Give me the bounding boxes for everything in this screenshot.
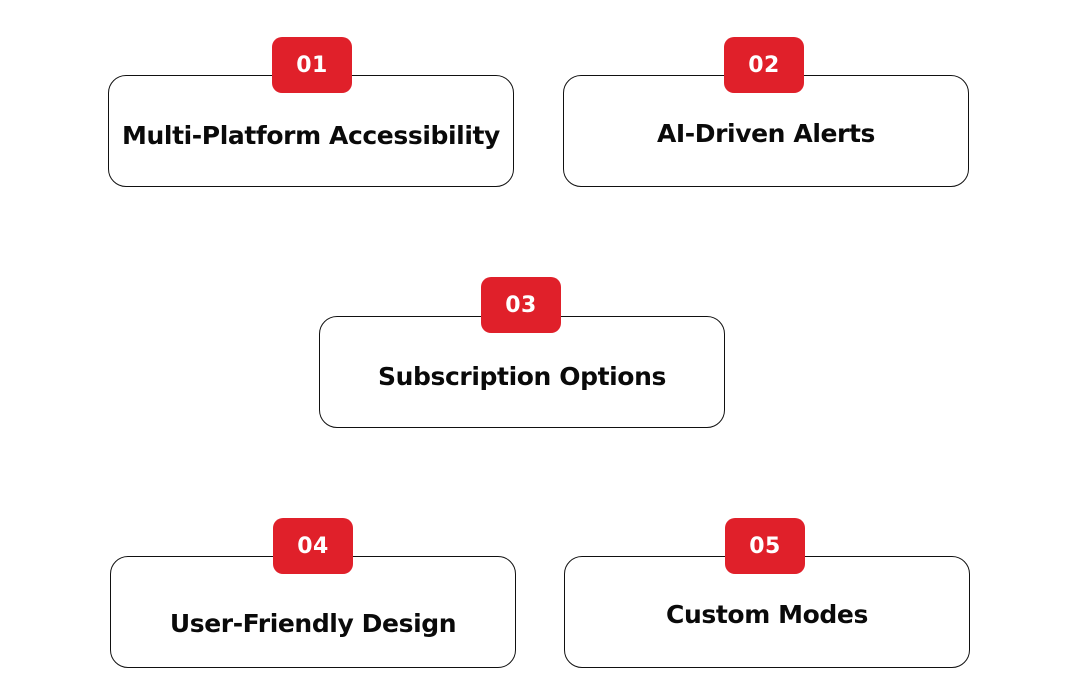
feature-number-badge: 03 — [481, 277, 561, 333]
feature-card-ai-alerts: AI-Driven Alerts — [563, 75, 969, 187]
feature-title: AI-Driven Alerts — [656, 119, 876, 148]
feature-number-badge: 04 — [273, 518, 353, 574]
feature-card-custom-modes: Custom Modes — [564, 556, 970, 668]
feature-title: Multi-Platform Accessibility — [122, 121, 500, 150]
feature-number-badge: 02 — [724, 37, 804, 93]
feature-title: Custom Modes — [666, 600, 868, 629]
feature-card-multi-platform: Multi-Platform Accessibility — [108, 75, 514, 187]
feature-number-badge: 05 — [725, 518, 805, 574]
feature-title: Subscription Options — [378, 362, 666, 391]
feature-title: User-Friendly Design — [169, 609, 457, 638]
feature-number-badge: 01 — [272, 37, 352, 93]
feature-card-user-friendly: User-Friendly Design — [110, 556, 516, 668]
feature-card-subscription: Subscription Options — [319, 316, 725, 428]
